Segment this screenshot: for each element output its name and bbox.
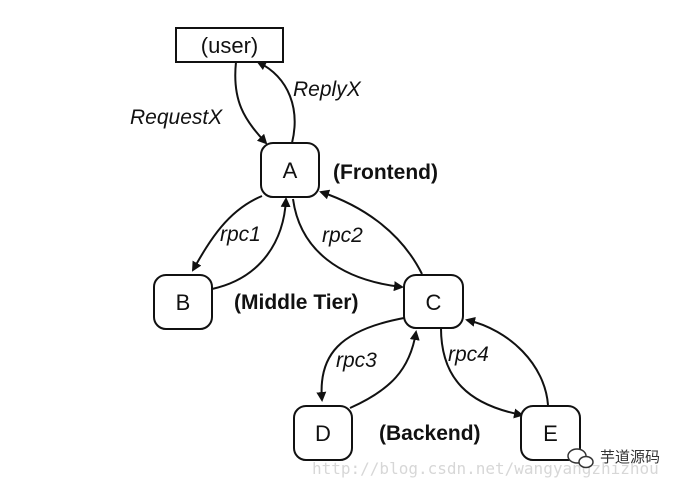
edge-rpc4-call (439, 324, 524, 419)
watermark-brand: 芋道源码 (600, 448, 660, 466)
watermark-url: http://blog.csdn.net/wangyangzhizhou (312, 459, 659, 478)
node-d: D (293, 405, 353, 461)
node-a: A (260, 142, 320, 198)
edge-label-rpc2: rpc2 (322, 224, 363, 247)
edge-label-rpc4: rpc4 (448, 343, 489, 366)
edge-label-request: RequestX (130, 106, 223, 129)
node-e-label: E (543, 421, 558, 446)
node-a-label: A (283, 158, 298, 183)
edge-rpc2-call (292, 198, 404, 292)
tier-label-frontend: (Frontend) (333, 161, 438, 184)
node-e: E (520, 405, 581, 461)
edge-label-reply: ReplyX (293, 78, 362, 101)
edge-rpc3-call (316, 317, 405, 402)
edges (192, 61, 549, 419)
wechat-icon (567, 448, 594, 469)
node-d-label: D (315, 421, 331, 446)
edge-rpc1-call (192, 195, 263, 272)
edge-rpc3-return (349, 330, 420, 409)
node-c: C (403, 274, 464, 329)
edge-rpc2-return (319, 189, 423, 275)
node-user: (user) (175, 27, 284, 63)
tier-label-middle: (Middle Tier) (234, 291, 358, 314)
edge-request (234, 61, 268, 145)
node-c-label: C (426, 290, 442, 315)
edge-rpc1-return (211, 197, 291, 290)
tier-label-backend: (Backend) (379, 422, 481, 445)
edge-label-rpc3: rpc3 (336, 349, 377, 372)
node-user-label: (user) (201, 33, 258, 58)
edge-reply (256, 61, 296, 144)
node-b: B (153, 274, 213, 330)
node-b-label: B (176, 290, 191, 315)
edge-label-rpc1: rpc1 (220, 223, 261, 246)
edge-rpc4-return (465, 316, 549, 406)
